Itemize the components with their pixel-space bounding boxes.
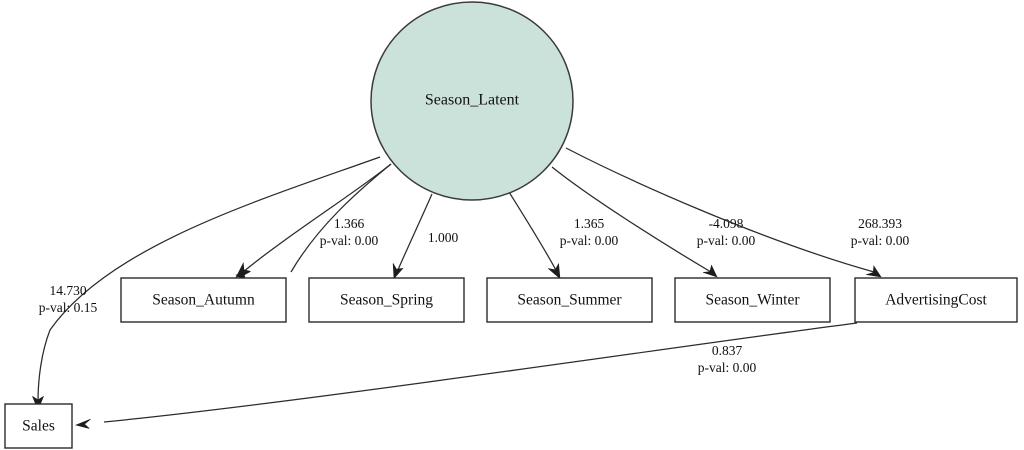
edge-label-estimate: -4.098 xyxy=(709,216,744,231)
arrowhead-icon xyxy=(75,418,91,429)
edge-label-pvalue: p-val: 0.00 xyxy=(851,233,910,248)
node-rect xyxy=(674,277,831,323)
edge-line xyxy=(396,193,433,273)
edge-latent-to-season-spring[interactable]: 1.000 xyxy=(392,193,459,280)
node-rect xyxy=(120,277,287,323)
node-label: AdvertisingCost xyxy=(885,292,987,309)
arrowhead-icon xyxy=(31,395,45,411)
node-season-latent[interactable]: Season_Latent xyxy=(370,1,574,201)
edge-latent-to-advertisingcost[interactable]: 268.393 p-val: 0.00 xyxy=(565,147,910,278)
node-sales[interactable]: Sales xyxy=(4,403,73,449)
edge-line xyxy=(103,322,858,423)
node-rect xyxy=(308,277,465,323)
node-label: Season_Spring xyxy=(340,292,433,309)
latent-ellipse xyxy=(370,1,574,201)
edge-label-pvalue: p-val: 0.00 xyxy=(697,233,756,248)
node-season-autumn[interactable]: Season_Autumn xyxy=(120,277,287,323)
edge-latent-to-season-winter[interactable]: -4.098 p-val: 0.00 xyxy=(551,166,756,278)
node-rect xyxy=(854,277,1018,323)
edge-latent-to-season-autumn[interactable]: 1.366 p-val: 0.00 xyxy=(235,163,392,282)
edge-label-pvalue: p-val: 0.00 xyxy=(560,233,619,248)
edge-line xyxy=(508,191,558,273)
node-season-winter[interactable]: Season_Winter xyxy=(674,277,831,323)
edge-label-pvalue: p-val: 0.00 xyxy=(320,233,379,248)
node-label: Season_Autumn xyxy=(152,292,255,309)
edge-line xyxy=(551,166,712,273)
arrowhead-icon-2 xyxy=(235,262,252,279)
edge-latent-to-season-summer[interactable]: 1.365 p-val: 0.00 xyxy=(508,191,619,280)
edge-line xyxy=(565,147,875,273)
arrowhead-icon xyxy=(392,263,404,280)
node-label: Season_Summer xyxy=(517,292,622,309)
edge-label-estimate: 268.393 xyxy=(858,216,902,231)
node-season-summer[interactable]: Season_Summer xyxy=(486,277,653,323)
arrowhead-icon xyxy=(866,265,882,278)
edge-label-pvalue: p-val: 0.00 xyxy=(698,360,757,375)
arrowhead-icon xyxy=(703,264,718,278)
node-advertisingcost[interactable]: AdvertisingCost xyxy=(854,277,1018,323)
edge-label-pvalue: p-val: 0.15 xyxy=(39,300,98,315)
edge-label-estimate: 0.837 xyxy=(712,343,743,358)
node-rect xyxy=(4,403,73,449)
edge-latent-to-sales[interactable]: 14.730 p-val: 0.15 xyxy=(31,156,381,411)
edge-line xyxy=(37,156,381,402)
node-label: Season_Winter xyxy=(705,292,800,309)
edge-label-estimate: 1.000 xyxy=(428,230,459,245)
edge-label-estimate: 1.365 xyxy=(574,216,605,231)
edge-advertisingcost-to-sales[interactable]: 0.837 p-val: 0.00 xyxy=(75,322,858,429)
edge-label-estimate: 1.366 xyxy=(334,216,365,231)
edge-label-estimate: 14.730 xyxy=(49,283,86,298)
node-rect xyxy=(486,277,653,323)
node-label: Sales xyxy=(22,418,55,435)
edge-line-tail xyxy=(242,163,392,273)
arrowhead-icon xyxy=(547,262,561,280)
node-label: Season_Latent xyxy=(425,92,520,109)
node-season-spring[interactable]: Season_Spring xyxy=(308,277,465,323)
